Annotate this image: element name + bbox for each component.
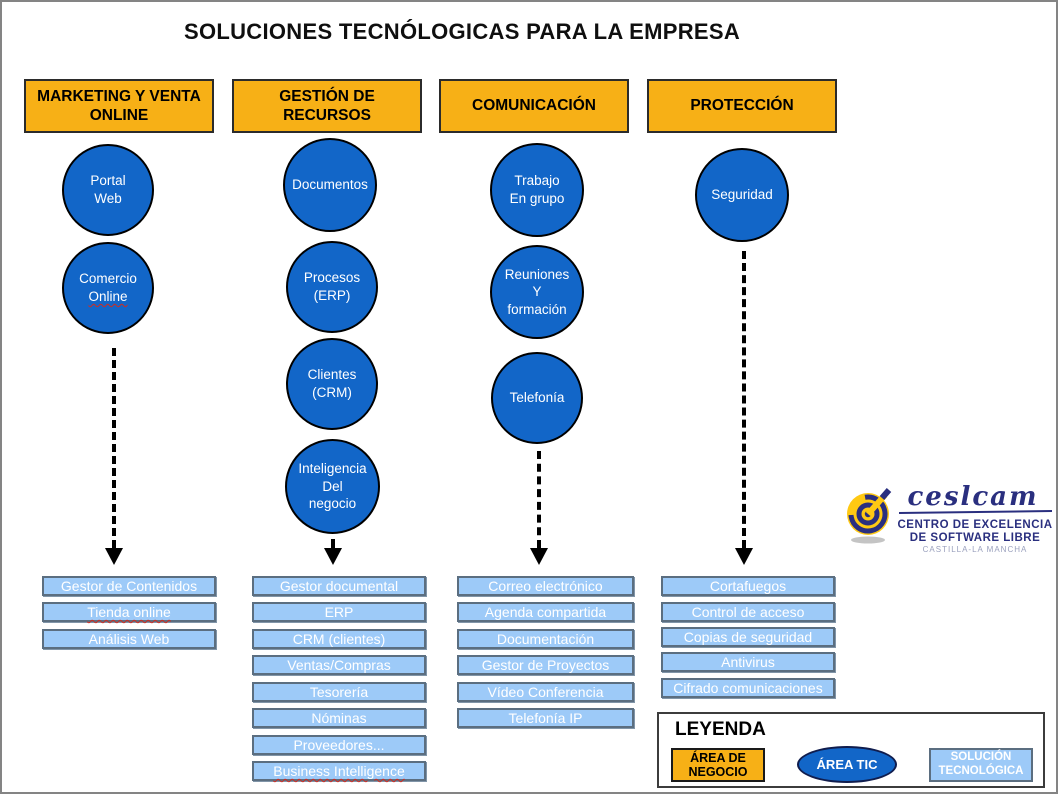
solution-box: Proveedores...	[252, 735, 426, 755]
logo-line3: CASTILLA-LA MANCHA	[923, 545, 1028, 554]
legend-solucion-sample: SOLUCIÓN TECNOLÓGICA	[929, 748, 1033, 782]
circle-label-line: Y	[532, 284, 542, 300]
solution-box: Correo electrónico	[457, 576, 634, 596]
solution-box: Cifrado comunicaciones	[661, 678, 835, 698]
solution-box: Análisis Web	[42, 629, 216, 649]
tic-circle-documentos: Documentos	[283, 138, 377, 232]
tic-circle-seguridad: Seguridad	[695, 148, 789, 242]
business-area-header-marketing: MARKETING Y VENTA ONLINE	[24, 79, 214, 133]
business-area-header-gestion: GESTIÓN DE RECURSOS	[232, 79, 422, 133]
solution-box: Telefonía IP	[457, 708, 634, 728]
legend-box: LEYENDA ÁREA DE NEGOCIO ÁREA TIC SOLUCIÓ…	[657, 712, 1045, 788]
circle-label-line: Inteligencia	[298, 461, 367, 477]
circle-label-line: Telefonía	[509, 390, 565, 406]
flow-arrow-head	[735, 548, 753, 565]
page-title: SOLUCIONES TECNÓLOGICAS PARA LA EMPRESA	[183, 19, 741, 44]
solution-box: Antivirus	[661, 652, 835, 672]
circle-label-line: Clientes	[307, 367, 357, 383]
solution-box: Tienda online	[42, 602, 216, 622]
circle-label-line: Reuniones	[504, 266, 570, 282]
circle-label-line: (ERP)	[313, 288, 351, 303]
circle-label-line: formación	[507, 301, 567, 317]
tic-circle-procesos-erp: Procesos (ERP)	[286, 241, 378, 333]
circle-label-line: Trabajo	[514, 173, 560, 189]
logo-line1: CENTRO DE EXCELENCIA	[897, 519, 1052, 531]
solution-box: Vídeo Conferencia	[457, 682, 634, 702]
flow-arrow-head	[530, 548, 548, 565]
circle-label-line: Documentos	[292, 177, 368, 193]
circle-label-line: Procesos	[303, 270, 361, 286]
tic-circle-telefonia: Telefonía	[491, 352, 583, 444]
legend-area-tic-sample: ÁREA TIC	[797, 746, 897, 783]
flow-arrow-head	[105, 548, 123, 565]
tic-circle-portal-web: Portal Web	[62, 144, 154, 236]
circle-label-line: Web	[94, 191, 122, 206]
legend-title: LEYENDA	[675, 719, 766, 740]
circle-label-line: negocio	[308, 496, 357, 512]
solution-box: Nóminas	[252, 708, 426, 728]
tic-circle-inteligencia-negocio: Inteligencia Del negocio	[285, 439, 380, 534]
flow-arrow-line	[742, 251, 746, 548]
solution-box: Cortafuegos	[661, 576, 835, 596]
circle-label-line: Del	[322, 478, 343, 494]
circle-label-line: En grupo	[509, 191, 565, 206]
flow-arrow-line	[537, 451, 541, 548]
solution-box: ERP	[252, 602, 426, 622]
solution-box: Tesorería	[252, 682, 426, 702]
flow-arrow-head	[324, 548, 342, 565]
business-area-header-comunicacion: COMUNICACIÓN	[439, 79, 629, 133]
solution-box: Gestor documental	[252, 576, 426, 596]
tic-circle-clientes-crm: Clientes (CRM)	[286, 338, 378, 430]
legend-area-negocio-sample: ÁREA DE NEGOCIO	[671, 748, 765, 782]
solution-box: Business Intelligence	[252, 761, 426, 781]
solution-box: Agenda compartida	[457, 602, 634, 622]
circle-label-line: Online	[88, 289, 128, 304]
solution-box: CRM (clientes)	[252, 629, 426, 649]
tic-circle-reuniones-formacion: Reuniones Y formación	[490, 245, 584, 339]
flow-arrow-line	[112, 348, 116, 548]
tic-circle-trabajo-grupo: Trabajo En grupo	[490, 143, 584, 237]
circle-label-line: Comercio	[79, 271, 137, 287]
solution-box: Gestor de Contenidos	[42, 576, 216, 596]
circle-label-line: Seguridad	[711, 187, 773, 203]
business-area-header-proteccion: PROTECCIÓN	[647, 79, 837, 133]
solution-box: Control de acceso	[661, 602, 835, 622]
flow-arrow-line	[331, 539, 335, 549]
ceslcam-logo-icon: ceslcam CENTRO DE EXCELENCIA DE SOFTWARE…	[847, 482, 1052, 554]
logo-line2: DE SOFTWARE LIBRE	[910, 532, 1041, 544]
solution-box: Documentación	[457, 629, 634, 649]
ceslcam-logo: ceslcam CENTRO DE EXCELENCIA DE SOFTWARE…	[845, 476, 1056, 558]
solution-box: Ventas/Compras	[252, 655, 426, 675]
solution-box: Copias de seguridad	[661, 627, 835, 647]
tic-circle-comercio-online: Comercio Online	[62, 242, 154, 334]
logo-brand-text: ceslcam	[907, 482, 1038, 512]
solution-box: Gestor de Proyectos	[457, 655, 634, 675]
circle-label-line: Portal	[90, 173, 126, 189]
circle-label-line: (CRM)	[312, 385, 352, 400]
